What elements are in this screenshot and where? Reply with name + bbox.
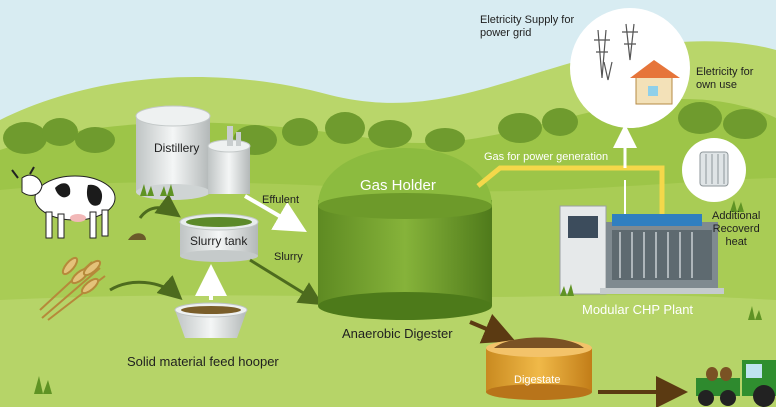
solid-feed-label: Solid material feed hooper: [127, 354, 279, 369]
house-icon: [630, 60, 680, 105]
wheat-bundle-illustration: [39, 256, 106, 321]
digestate-label: Digestate: [514, 374, 561, 386]
electricity-own-label: Eletricity for own use: [696, 66, 753, 92]
electricity-bubble: [570, 8, 690, 128]
gas-pipe: [476, 165, 665, 230]
slurry-label: Slurry: [274, 251, 303, 263]
wheat-to-hopper-arrow: [109, 275, 183, 300]
cow-to-slurry-tank-arrow: [138, 193, 181, 219]
distillery-label: Distillery: [154, 141, 200, 155]
pylon-icon: [594, 23, 638, 81]
digestate-tank: [486, 337, 592, 400]
slurry-arrow: [249, 258, 324, 306]
slurry-tank-label: Slurry tank: [190, 234, 248, 248]
electricity-grid-line1: Eletricity Supply for: [480, 14, 575, 26]
slurry-tank: [179, 213, 259, 262]
electricity-own-line1: Eletricity for: [696, 66, 754, 78]
electricity-grid-line2: power grid: [480, 27, 532, 40]
anaerobic-digester-label: Anaerobic Digester: [342, 326, 453, 341]
effulent-arrow: [243, 194, 307, 233]
gas-holder-dome: [318, 148, 492, 219]
grass-tufts: [34, 184, 762, 394]
recovered-heat-bubble: [682, 138, 746, 202]
cow-illustration: [11, 166, 116, 239]
radiator-icon: [699, 151, 729, 187]
recovered-heat-label: Additional Recoverd heat: [712, 210, 760, 250]
chp-plant-unit: [559, 205, 724, 295]
electricity-grid-label: Eletricity Supply for power grid: [480, 14, 574, 40]
gas-for-power-label: Gas for power generation: [484, 151, 609, 163]
gas-holder-label: Gas Holder: [360, 177, 436, 194]
recovered-heat-line2: Recoverd: [712, 223, 760, 236]
chp-plant-label: Modular CHP Plant: [582, 302, 694, 317]
electricity-own-line2: own use: [696, 79, 737, 92]
manure-pile: [128, 233, 146, 240]
recovered-heat-line3: heat: [725, 236, 747, 249]
solid-feed-hopper: [174, 302, 248, 338]
tractor-illustration: [696, 360, 776, 407]
effulent-label: Effulent: [262, 194, 300, 206]
digester-to-digestate-arrow: [469, 313, 516, 344]
distillery-building: [135, 105, 251, 200]
recovered-heat-line1: Additional: [712, 210, 761, 222]
